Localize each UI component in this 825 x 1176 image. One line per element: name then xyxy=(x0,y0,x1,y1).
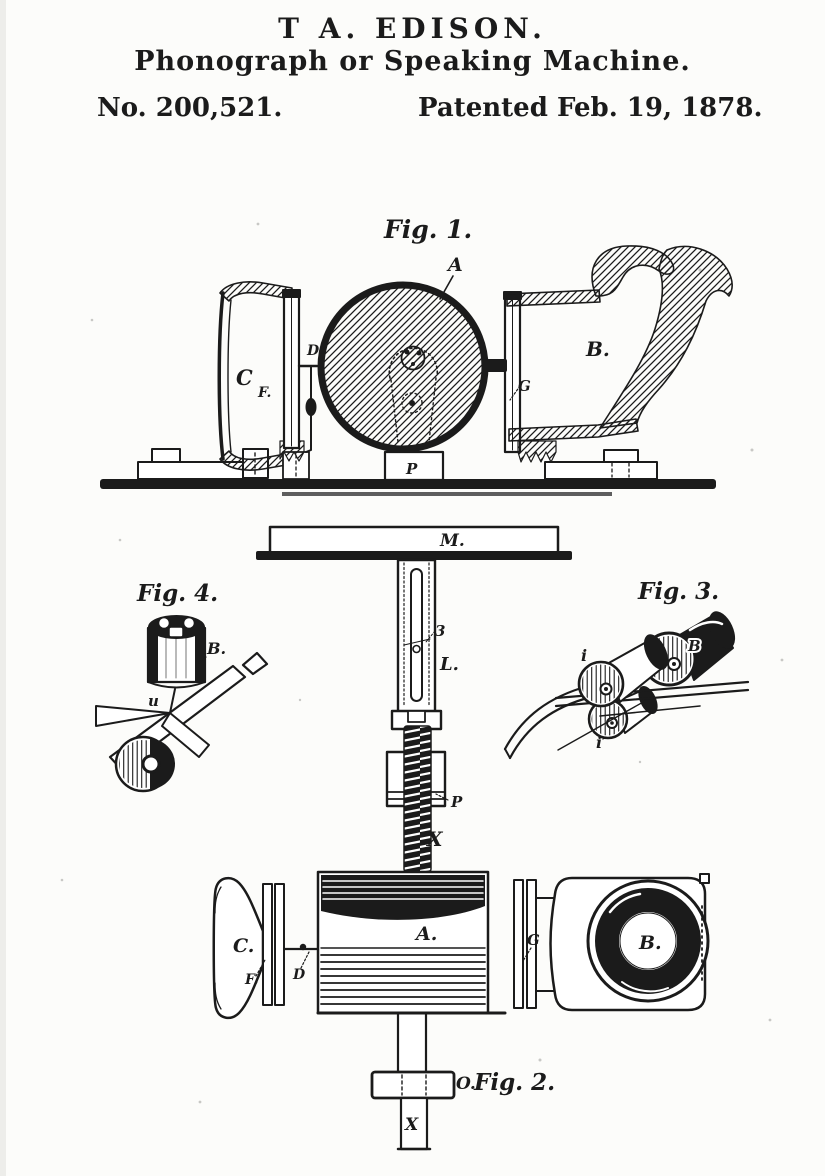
fig4-drawing: Fig. 4. xyxy=(95,580,269,793)
sleeve-l xyxy=(390,558,443,731)
table-m-underside xyxy=(256,551,572,560)
label-p-leader xyxy=(435,793,449,801)
fig1-stylus-connector xyxy=(486,359,507,372)
fig3-caption: Fig. 3. xyxy=(637,578,719,605)
patent-number: No. 200,521. xyxy=(97,93,283,123)
fig4-caption: Fig. 4. xyxy=(136,580,218,607)
fig1-label-c: C xyxy=(236,365,253,390)
fig4-stem xyxy=(169,688,176,714)
fig2-plate-left-2 xyxy=(274,883,285,1006)
fig1-cylinder-disc xyxy=(317,281,489,453)
fig2-label-d-leader xyxy=(300,951,310,969)
fig1-ground-shadow xyxy=(282,492,612,496)
fig2-label-a: A. xyxy=(414,923,437,945)
label-m: M. xyxy=(439,531,465,551)
fig1-label-g: G xyxy=(518,377,531,395)
fig1-right-base-block xyxy=(544,461,658,480)
invention-title: Phonograph or Speaking Machine. xyxy=(134,46,691,77)
center-column-drawing: M. 3 L. P X xyxy=(256,525,572,873)
fig3-leaf-spring xyxy=(503,684,646,760)
fig1-label-b: B. xyxy=(585,337,610,361)
label-l: L. xyxy=(439,654,459,675)
fig2-drawing: C. F. D A. G B. O. Fig. 2. X xyxy=(212,870,710,1151)
fig3-drawing: Fig. 3. xyxy=(503,578,750,760)
fig4-lever-tip xyxy=(241,651,269,676)
fig2-plate-left-1 xyxy=(262,883,273,1006)
fig2-horn-b xyxy=(549,873,710,1012)
patent-date: Patented Feb. 19, 1878. xyxy=(418,93,763,123)
fig2-plate-right-1 xyxy=(513,879,524,1009)
fig3-label-b: B xyxy=(687,637,701,655)
inventor-name: T A. EDISON. xyxy=(278,12,547,45)
label-3: 3 xyxy=(435,622,445,640)
fig2-label-f-leader xyxy=(255,959,266,977)
fig1-label-f: F. xyxy=(257,385,271,401)
scan-edge xyxy=(0,0,6,1176)
fig4-mouthpiece-cylinder xyxy=(146,615,207,689)
fig2-label-o: O. xyxy=(456,1074,476,1094)
fig2-label-g: G xyxy=(527,931,540,949)
fig1-adjusting-wire xyxy=(305,365,317,453)
fig4-label-b-leader xyxy=(198,656,207,664)
fig2-caption: Fig. 2. xyxy=(473,1069,555,1096)
fig1-right-bolt-block xyxy=(603,449,639,463)
fig1-label-a-leader xyxy=(439,275,454,300)
label-3-leader xyxy=(425,630,436,643)
fig4-spring-strip xyxy=(95,705,171,727)
label-p-nut: P xyxy=(450,793,463,811)
table-m-bar xyxy=(268,525,560,559)
fig1-diaphragm-left xyxy=(282,289,301,450)
fig2-horn-c xyxy=(212,876,265,1020)
fig2-cylinder-a xyxy=(316,870,490,1015)
fig2-label-b: B. xyxy=(638,932,662,954)
fig1-left-bolt-block xyxy=(151,448,181,463)
fig2-label-c: C. xyxy=(233,935,254,957)
fig2-lower-shaft-stub xyxy=(396,1011,428,1075)
fig2-label-g-leader xyxy=(522,947,532,962)
fig1-drawing: Fig. 1. A B. C D F. G P xyxy=(100,215,733,496)
fig4-cross-strip xyxy=(161,712,210,758)
fig1-disc-inner-detail xyxy=(388,345,439,443)
fig2-label-x: X xyxy=(404,1115,419,1135)
fig3-roller-i xyxy=(577,634,669,708)
fig1-horn-b xyxy=(506,245,733,463)
fig2-collar-o xyxy=(370,1070,456,1100)
fig1-pedestal xyxy=(383,450,445,482)
fig3-label-i-prime: i′ xyxy=(596,733,607,752)
fig1-label-d: D xyxy=(306,343,320,359)
fig1-label-a: A xyxy=(446,254,463,276)
fig4-label-u: u xyxy=(148,692,159,710)
fig4-label-b: B. xyxy=(206,639,226,658)
fig1-ground-line xyxy=(100,479,716,489)
fig2-label-d: D xyxy=(292,967,306,983)
fig1-label-g-leader xyxy=(509,385,521,401)
fig4-roller xyxy=(114,735,175,793)
fig1-label-p: P xyxy=(405,460,418,478)
fig1-caption: Fig. 1. xyxy=(383,215,472,244)
fig3-label-i: i xyxy=(581,646,587,665)
fig2-label-f: F. xyxy=(244,972,258,988)
label-x-screw: X xyxy=(425,827,444,851)
fig2-rod-bead xyxy=(299,943,307,951)
fig2-plate-right-2 xyxy=(526,879,537,1009)
